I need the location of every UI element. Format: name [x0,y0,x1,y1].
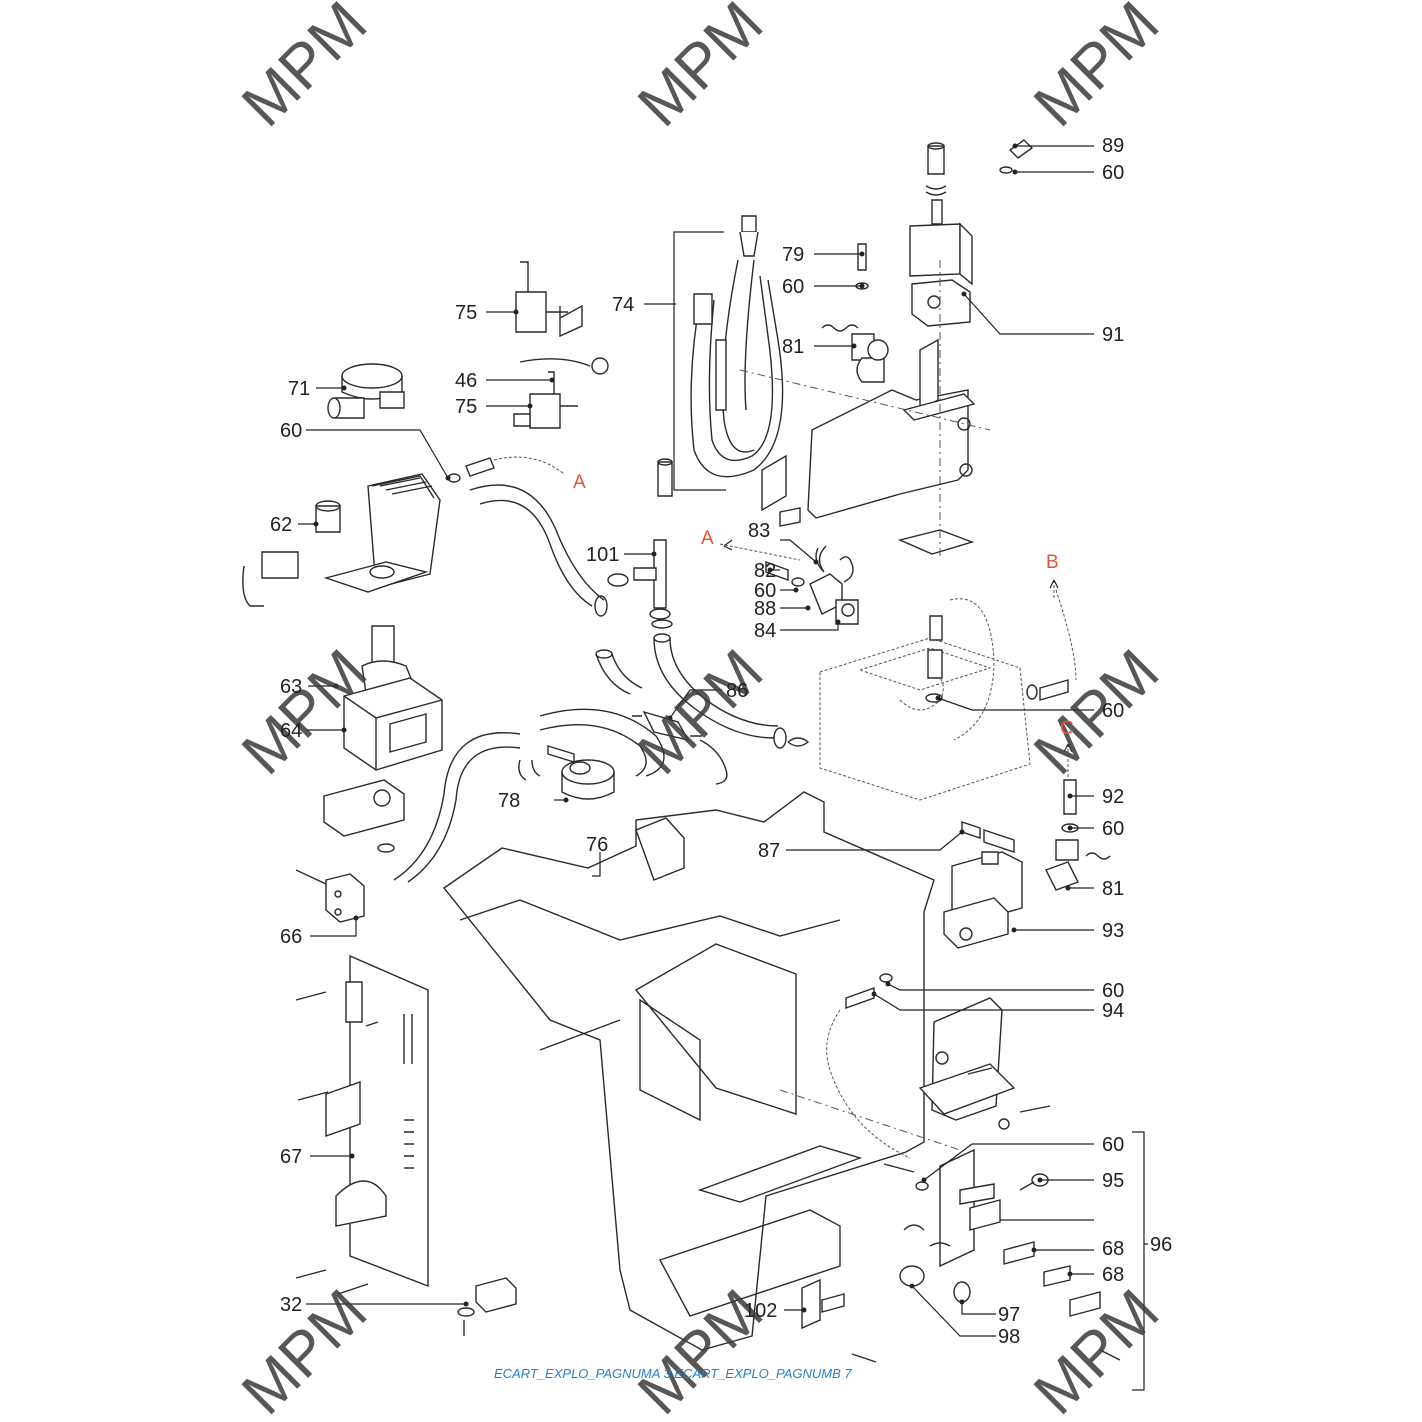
watermark-6: MPM [1021,637,1172,788]
label-part-93: 93 [1102,920,1124,942]
part-66-block [295,869,365,923]
part-75-switch-lower [513,371,578,429]
watermark-7: MPM [229,1277,380,1422]
part-76-chassis [442,791,961,1351]
part-86-valve-hoses [595,633,810,785]
label-part-60: 60 [1102,1134,1124,1156]
label-part-82: 82 [754,560,776,582]
label-part-98: 98 [998,1326,1020,1348]
label-part-89: 89 [1102,135,1124,157]
label-part-60: 60 [1102,980,1124,1002]
part-74-boiler-hoses [657,215,784,497]
label-part-84: 84 [754,620,776,642]
label-part-91: 91 [1102,324,1124,346]
watermark-5: MPM [625,637,776,788]
part-88-84-elbow [809,556,859,625]
label-part-101: 101 [586,544,619,566]
label-part-60: 60 [1102,700,1124,722]
hose-upper-left [469,484,629,617]
part-boiler-bracket [739,260,991,560]
ref-letter-b: B [1046,552,1059,573]
label-part-81: 81 [1102,878,1124,900]
ref-letter-a: A [573,472,586,493]
part-92-pin [1061,779,1079,833]
ref-letter-c: C [1060,718,1074,739]
label-part-46: 46 [455,370,477,392]
ref-letter-a: A [701,528,714,549]
label-part-67: 67 [280,1146,302,1168]
reference-letters: A A B C [573,472,1074,739]
label-part-87: 87 [758,840,780,862]
label-part-68: 68 [1102,1238,1124,1260]
label-part-81: 81 [782,336,804,358]
part-64-pump [323,625,443,837]
part-81-elbow-upper [821,324,889,383]
label-part-96: 96 [1150,1234,1172,1256]
part-number-labels: 89 60 79 60 91 74 75 46 75 81 71 60 62 8… [270,135,1172,1348]
label-part-88: 88 [754,598,776,620]
label-part-95: 95 [1102,1170,1124,1192]
part-81-elbow-lower [1045,839,1111,891]
part-82-pin [765,561,805,587]
label-part-64: 64 [280,720,302,742]
label-part-66: 66 [280,926,302,948]
part-83-clip [815,545,827,573]
label-part-94: 94 [1102,1000,1124,1022]
label-part-32: 32 [280,1294,302,1316]
part-94-pin [826,973,911,1159]
label-part-62: 62 [270,514,292,536]
label-part-76: 76 [586,834,608,856]
label-part-92: 92 [1102,786,1124,808]
part-96-assembly [883,1148,1121,1361]
label-part-60: 60 [782,276,804,298]
footer-caption: ECART_EXPLO_PAGNUMA 3 ECART_EXPLO_PAGNUM… [494,1366,852,1381]
label-part-60: 60 [754,580,776,602]
part-valve-support [918,997,1051,1130]
part-60-oring-left [447,456,565,483]
part-101-tee [633,539,673,629]
label-part-79: 79 [782,244,804,266]
label-part-78: 78 [498,790,520,812]
part-32-terminal [337,1277,517,1336]
label-part-86: 86 [726,680,748,702]
watermark-2: MPM [625,0,776,140]
leader-lines [298,143,1148,1391]
part-102-clip [801,1278,877,1363]
part-93-solenoid-valve [943,851,1023,949]
part-87-pin [961,821,1015,853]
part-78-flowmeter [547,745,615,800]
part-75-switch-upper [515,261,583,338]
label-part-63: 63 [280,676,302,698]
label-part-60: 60 [1102,818,1124,840]
label-part-83: 83 [748,520,770,542]
part-67-pcb [295,954,429,1288]
label-part-60: 60 [280,420,302,442]
part-boiler-base-outline [819,589,1077,801]
label-part-97: 97 [998,1304,1020,1326]
part-79-pin [855,243,869,290]
hose-middle-long [377,708,665,883]
label-part-102: 102 [744,1300,777,1322]
label-part-74: 74 [612,294,634,316]
watermark-3: MPM [1021,0,1172,140]
part-71-regulator [327,363,405,419]
part-89-fitting [999,139,1034,174]
label-part-68: 68 [1102,1264,1124,1286]
part-91-solenoid-valve [909,142,973,327]
part-62-bracket [242,473,441,607]
label-part-71: 71 [288,378,310,400]
label-part-75: 75 [455,396,477,418]
label-part-75: 75 [455,302,477,324]
watermark-1: MPM [229,0,380,140]
part-46-thermostat [519,357,609,375]
label-part-60: 60 [1102,162,1124,184]
